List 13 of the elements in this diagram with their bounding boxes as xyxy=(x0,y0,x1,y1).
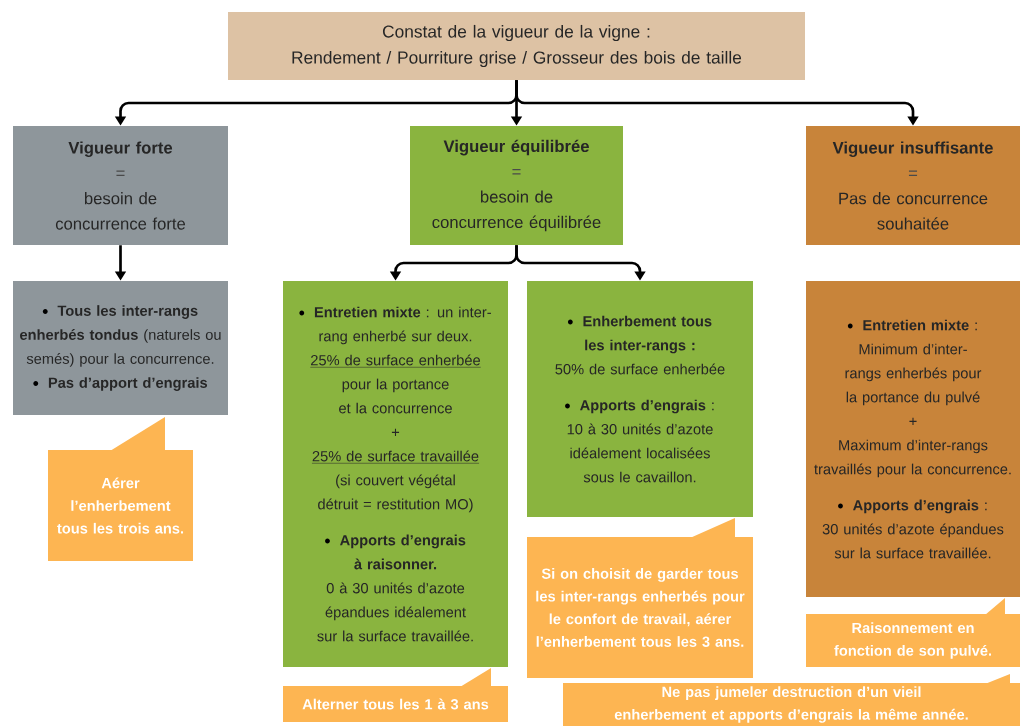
advice-box: Enherbement tous les inter-rangs : 50% de surface enherbée Apports d’engrais : 10 à 30 unités d’azote idéalement localisées sous le cavaillon. xyxy=(527,281,753,517)
category-box: Vigueur équilibrée = besoin de concurrence équilibrée xyxy=(410,126,623,245)
category-box: Vigueur forte = besoin de concurrence forte xyxy=(13,126,228,245)
callout: Si on choisit de garder tous les inter-rangs enherbés pour le confort de travail, aérer l’enherbement tous les 3 ans. xyxy=(527,518,753,678)
callout: Alterner tous les 1 à 3 ans xyxy=(283,668,508,722)
callout: Ne pas jumeler destruction d’un vieil enherbement et apports d’engrais la même année. xyxy=(563,674,1020,726)
advice-box: Entretien mixte : un inter-rang enherbé sur deux. 25% de surface enherbée pour la portance et la concurrence + 25% de surface travaillée (si couvert végétal détruit = restitution MO) Apports d’engrais à raisonner. 0 à 30 unités d’azote épandues idéalement sur la surface travaillée. xyxy=(283,281,508,667)
category-box: Vigueur insuffisante = Pas de concurrence souhaitée xyxy=(806,126,1020,245)
advice-box: Tous les inter-rangs enherbés tondus (naturels ou semés) pour la concurrence. Pas d’apport d’engrais xyxy=(13,281,228,415)
title-box: Constat de la vigueur de la vigne : Rendement / Pourriture grise / Grosseur des bois de taille xyxy=(228,12,805,80)
advice-box: Entretien mixte : Minimum d’inter-rangs enherbés pour la portance du pulvé + Maximum d’inter-rangs travaillés pour la concurrence. Apports d’engrais : 30 unités d’azote épandues sur la surface travaillée. xyxy=(806,281,1020,597)
callout: Raisonnement en fonction de son pulvé. xyxy=(806,598,1020,667)
callout: Aérer l’enherbement tous les trois ans. xyxy=(48,417,193,561)
